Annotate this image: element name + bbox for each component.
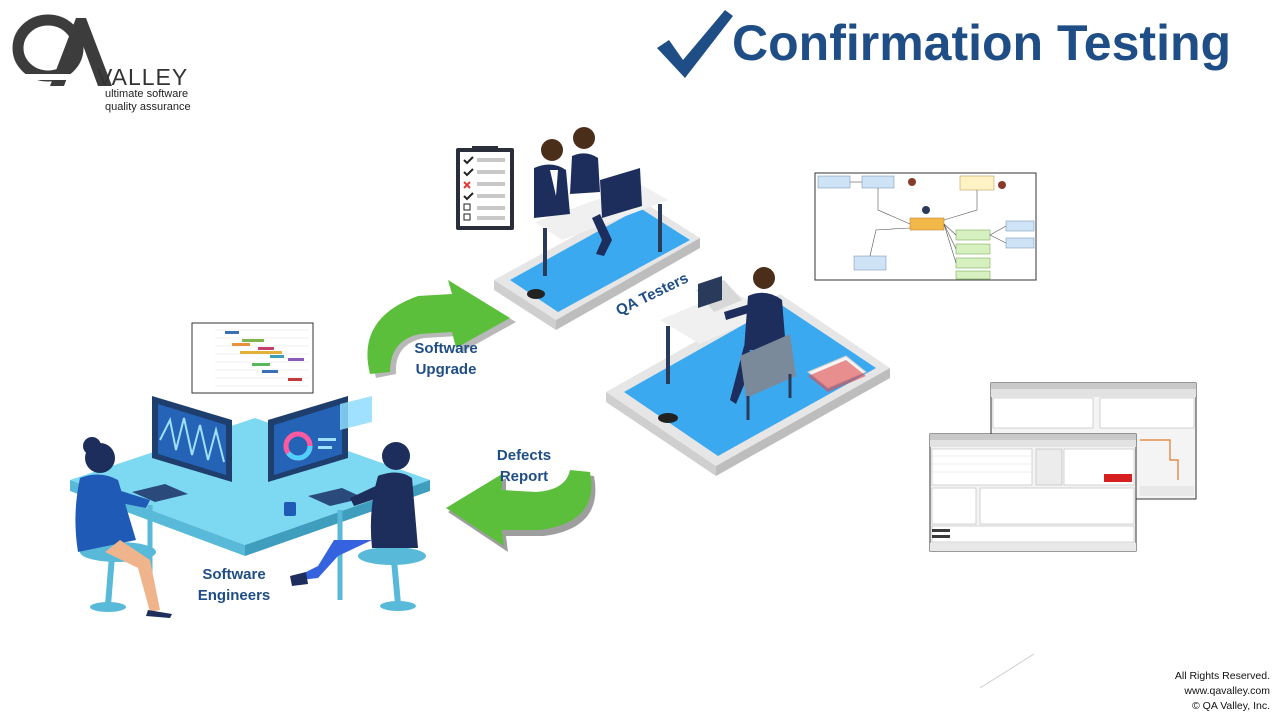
qa-testers-tablet-bottom — [606, 267, 890, 476]
logo-tagline-2: quality assurance — [105, 101, 191, 113]
software-upgrade-label-1: Software — [414, 340, 478, 357]
software-upgrade-arrow — [367, 280, 516, 378]
logo-tagline: ultimate software quality assurance — [105, 88, 205, 114]
software-engineers-label-2: Engineers — [197, 587, 271, 604]
software-upgrade-label: Software Upgrade — [400, 338, 492, 380]
defects-report-label-2: Report — [499, 468, 549, 485]
logo-valley-text: VALLEY — [97, 64, 189, 90]
software-upgrade-label-2: Upgrade — [415, 361, 477, 378]
software-engineer-woman — [75, 437, 172, 618]
software-engineer-man — [290, 442, 426, 611]
qa-valley-logo — [10, 10, 120, 95]
logo-tagline-1: ultimate software — [105, 88, 189, 100]
checkmark-icon — [655, 8, 735, 85]
page-title: Confirmation Testing — [732, 15, 1232, 71]
footer-copyright: © QA Valley, Inc. — [1192, 700, 1270, 712]
decorative-line — [979, 653, 1035, 689]
app-screenshot-front — [929, 433, 1137, 552]
defects-report-arrow — [446, 470, 596, 552]
footer-rights: All Rights Reserved. — [1174, 670, 1270, 682]
footer-website: www.qavalley.com — [1184, 685, 1270, 697]
defects-report-label: Defects Report — [486, 445, 562, 487]
checklist-icon — [456, 146, 514, 230]
qa-testers-tablet-top — [494, 127, 700, 330]
gantt-chart-image — [191, 322, 314, 394]
defects-report-label-1: Defects — [496, 447, 552, 464]
software-engineers-label: Software Engineers — [186, 564, 282, 606]
software-engineers-label-1: Software — [202, 566, 266, 583]
workflow-diagram-image — [814, 172, 1037, 281]
